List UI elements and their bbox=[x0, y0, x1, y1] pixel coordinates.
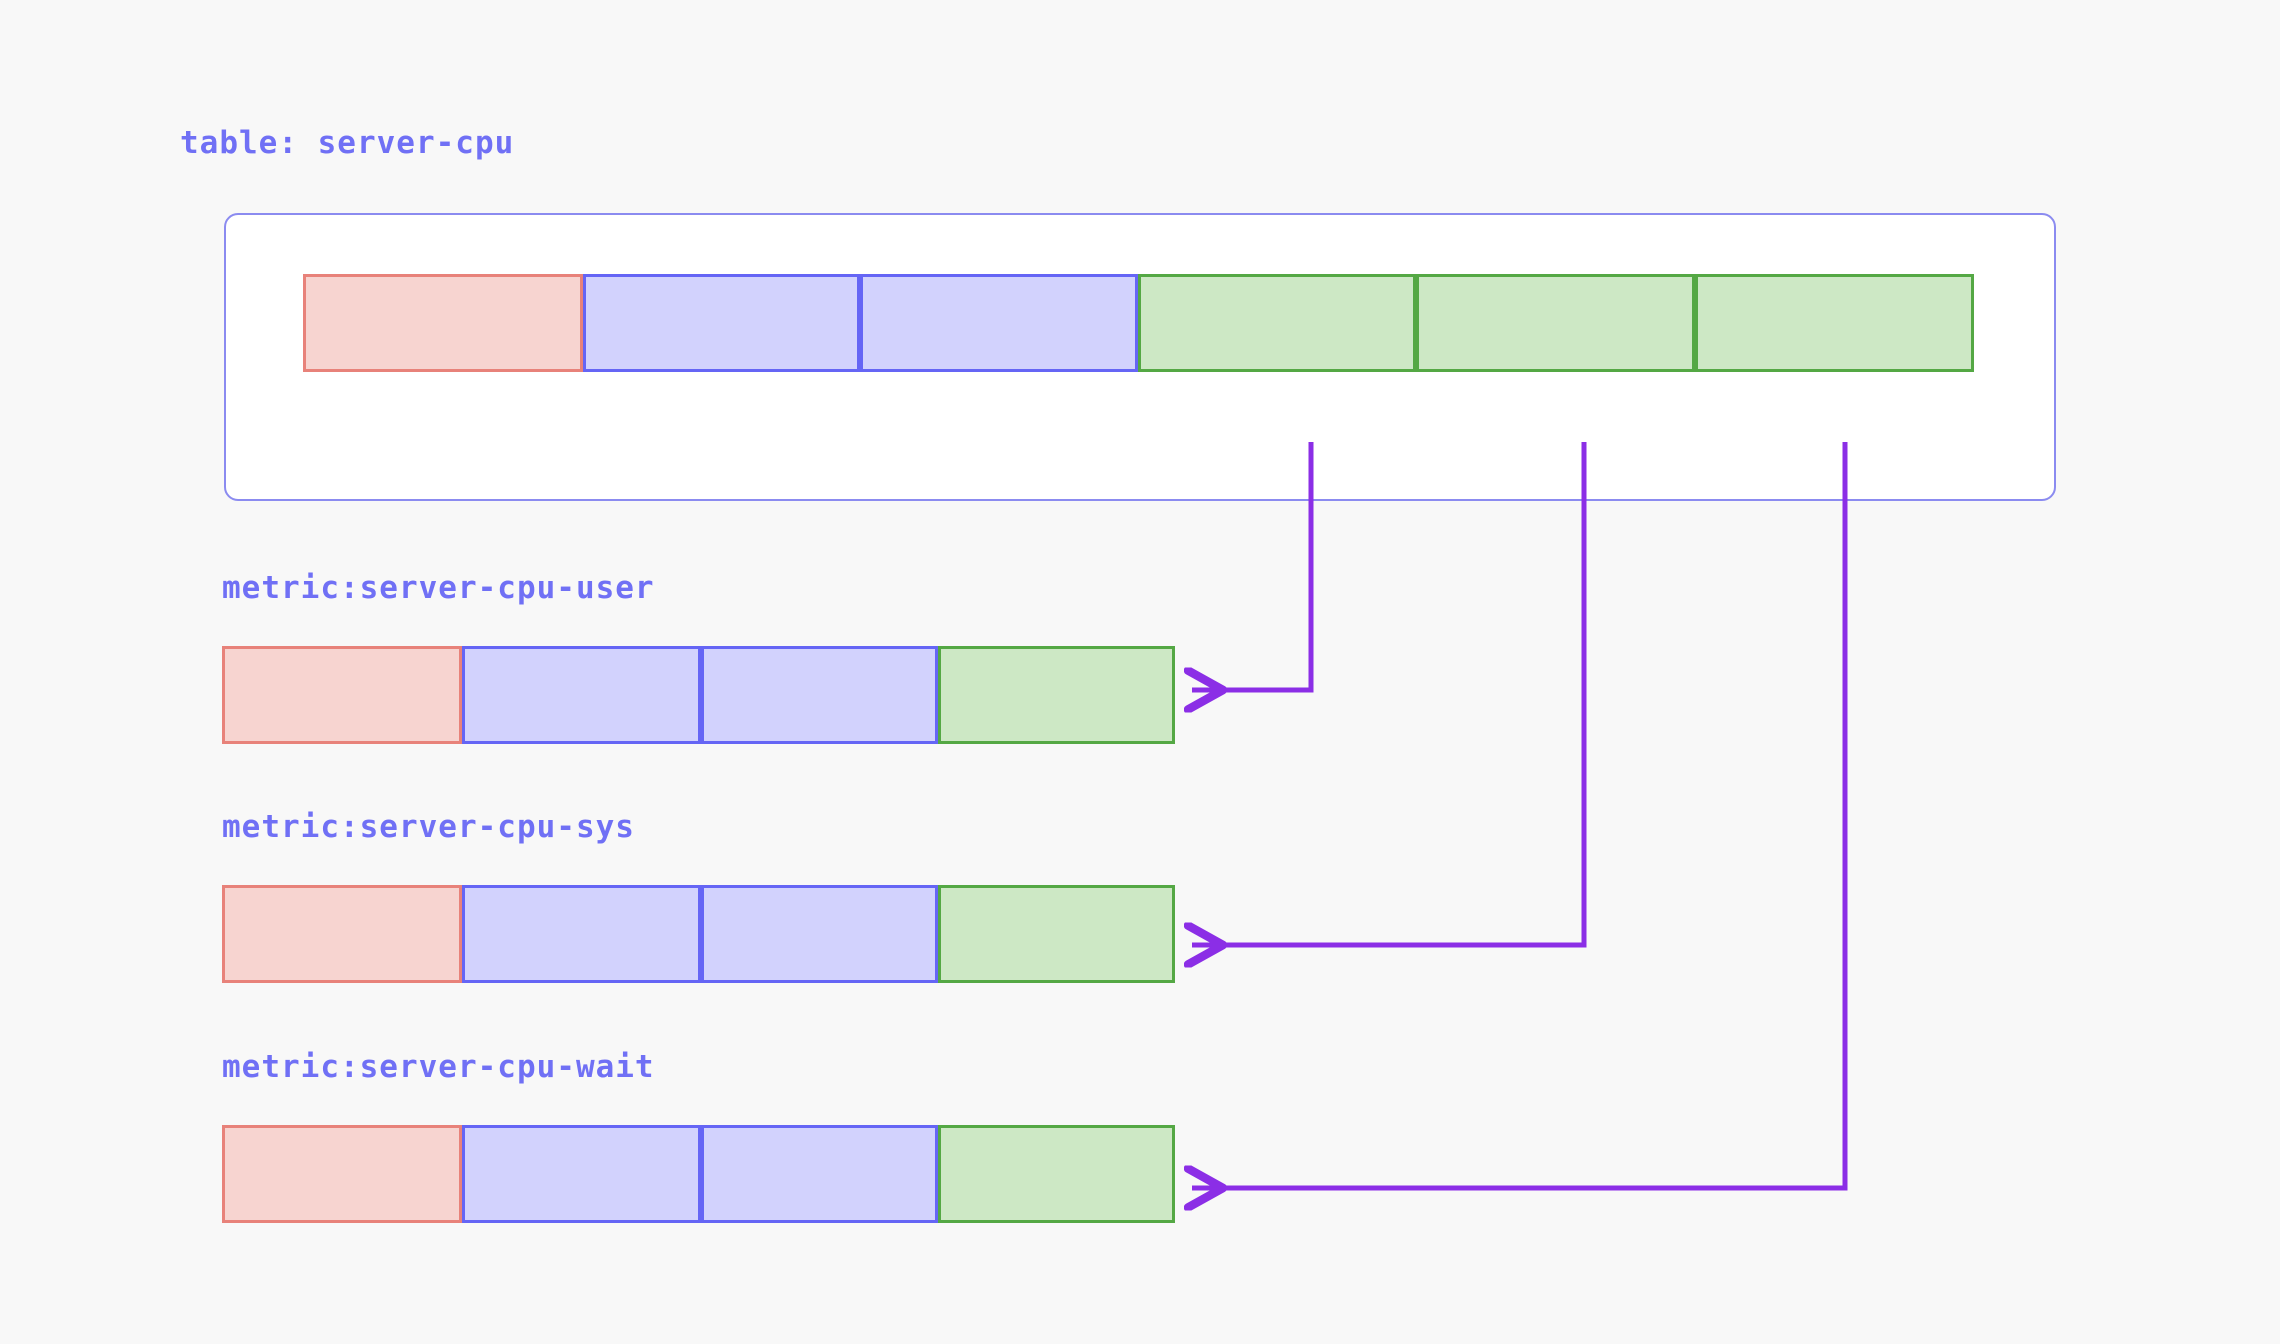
metric-row-1 bbox=[0, 885, 2280, 983]
metric-title-1: metric:server-cpu-sys bbox=[222, 809, 635, 845]
table-title: table: server-cpu bbox=[180, 125, 515, 161]
metric-cell-val bbox=[938, 1125, 1175, 1223]
metric-cell-val bbox=[938, 646, 1175, 744]
metric-cell-lbl bbox=[462, 1125, 701, 1223]
metric-title-2: metric:server-cpu-wait bbox=[222, 1049, 655, 1085]
metric-cell-lbl bbox=[701, 885, 938, 983]
metric-cell-ts bbox=[222, 646, 462, 744]
table-cell-ts bbox=[303, 274, 583, 372]
table-cell-val bbox=[1695, 274, 1974, 372]
metric-cell-ts bbox=[222, 1125, 462, 1223]
metric-cell-lbl bbox=[462, 646, 701, 744]
metric-cell-lbl bbox=[701, 1125, 938, 1223]
table-cell-val bbox=[1138, 274, 1416, 372]
metric-cell-val bbox=[938, 885, 1175, 983]
metric-title-0: metric:server-cpu-user bbox=[222, 570, 655, 606]
metric-cell-lbl bbox=[701, 646, 938, 744]
metric-row-2 bbox=[0, 1125, 2280, 1223]
table-cell-lbl bbox=[583, 274, 860, 372]
arrow-cpu-wait bbox=[1192, 442, 1848, 1188]
metric-cell-lbl bbox=[462, 885, 701, 983]
table-row bbox=[0, 274, 2280, 372]
metric-cell-ts bbox=[222, 885, 462, 983]
table-cell-lbl bbox=[860, 274, 1138, 372]
table-cell-val bbox=[1416, 274, 1695, 372]
metric-row-0 bbox=[0, 646, 2280, 744]
